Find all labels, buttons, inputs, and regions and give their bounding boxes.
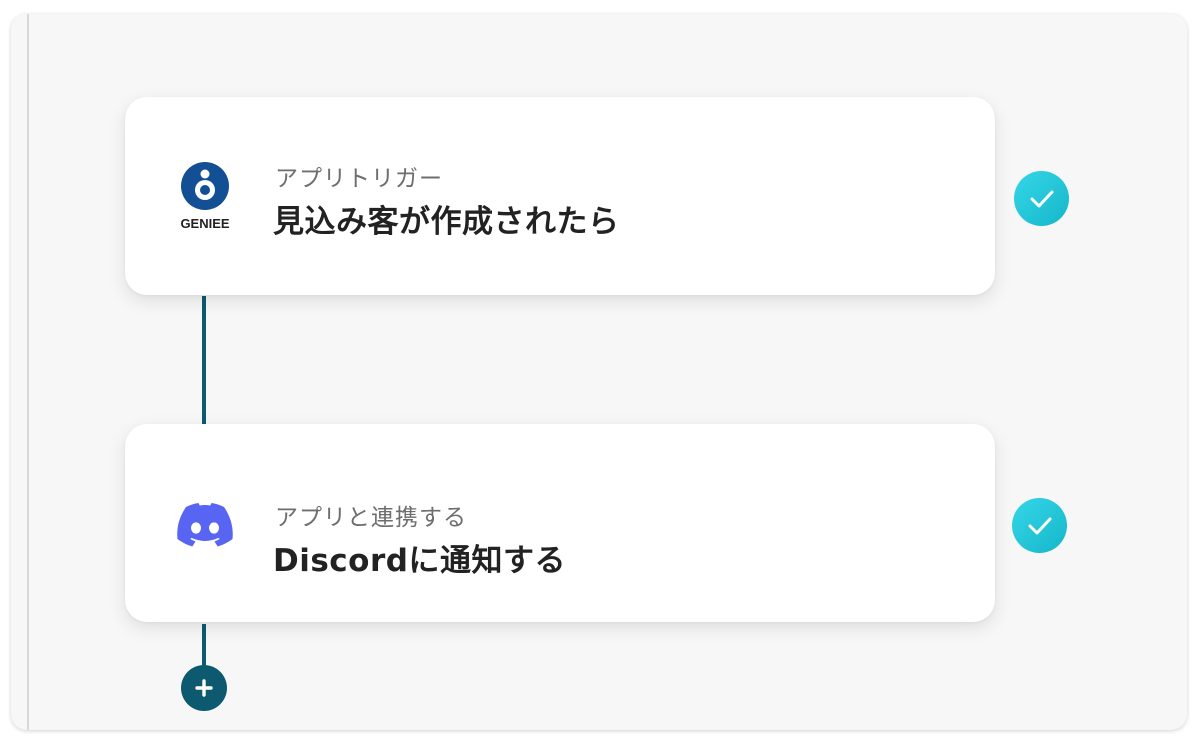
- completed-check-icon: [1014, 171, 1069, 226]
- flow-step-action[interactable]: アプリと連携する Discordに通知する: [125, 424, 995, 622]
- flow-canvas: GENIEE アプリトリガー 見込み客が作成されたら アプリと連携する Disc…: [11, 14, 1187, 730]
- flow-step-trigger[interactable]: GENIEE アプリトリガー 見込み客が作成されたら: [125, 97, 995, 295]
- discord-logo-icon: [175, 498, 235, 554]
- step-title: Discordに通知する: [273, 543, 566, 579]
- connector-line: [202, 296, 206, 424]
- step-title: 見込み客が作成されたら: [273, 204, 620, 240]
- step-type-label: アプリトリガー: [275, 166, 443, 192]
- left-border: [27, 14, 29, 730]
- geniee-logo-icon: GENIEE: [175, 161, 235, 233]
- connector-line: [202, 624, 206, 678]
- step-type-label: アプリと連携する: [275, 505, 467, 531]
- completed-check-icon: [1012, 498, 1067, 553]
- plus-icon: [195, 679, 213, 697]
- geniee-logo-wordmark: GENIEE: [180, 216, 229, 231]
- add-step-button[interactable]: [181, 665, 227, 711]
